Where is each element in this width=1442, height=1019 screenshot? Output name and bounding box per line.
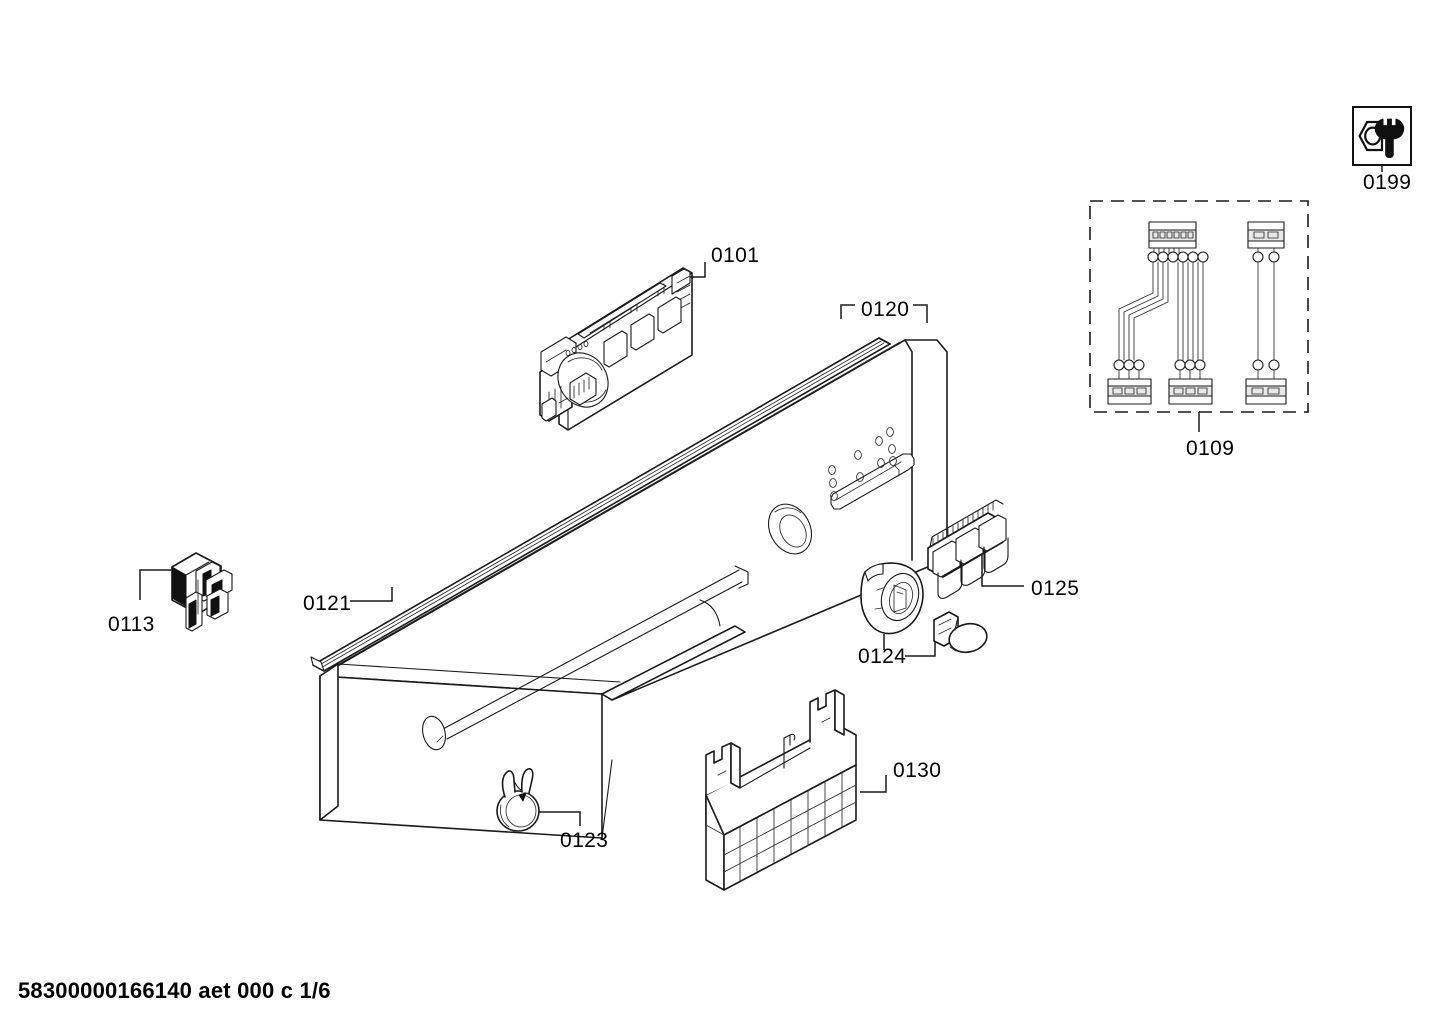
harness-6pin bbox=[1107, 221, 1213, 405]
part-label-0101[interactable]: 0101 bbox=[711, 244, 760, 267]
part-drawing-0125[interactable] bbox=[927, 499, 1009, 599]
part-drawing-0113[interactable] bbox=[171, 552, 233, 632]
nut-and-wrench-icon bbox=[1358, 118, 1405, 159]
part-label-0109[interactable]: 0109 bbox=[1186, 437, 1235, 460]
part-drawing-0121[interactable] bbox=[310, 337, 891, 672]
part-drawing-0130[interactable] bbox=[705, 689, 857, 891]
leader-lines bbox=[139, 166, 1383, 826]
part-label-0121[interactable]: 0121 bbox=[303, 592, 352, 615]
part-label-0125[interactable]: 0125 bbox=[1031, 577, 1080, 600]
part-drawing-0120[interactable] bbox=[319, 339, 948, 839]
drawing-footer-reference: 58300000166140 aet 000 c 1/6 bbox=[18, 978, 331, 1003]
part-label-0120[interactable]: 0120 bbox=[861, 298, 910, 321]
indicator-lamp-holes bbox=[828, 427, 897, 501]
part-drawing-0101[interactable] bbox=[539, 267, 693, 431]
part-drawing-0109[interactable] bbox=[1089, 200, 1309, 413]
part-label-0124[interactable]: 0124 bbox=[858, 645, 907, 668]
service-tool-icon-box bbox=[1352, 106, 1412, 166]
bracket-rib-grid bbox=[723, 771, 857, 882]
part-label-0130[interactable]: 0130 bbox=[893, 759, 942, 782]
part-label-0123[interactable]: 0123 bbox=[560, 829, 609, 852]
part-drawing-0123[interactable] bbox=[496, 768, 540, 832]
part-label-0199[interactable]: 0199 bbox=[1363, 171, 1412, 194]
key-strip-teeth bbox=[929, 499, 1004, 548]
part-drawing-0124[interactable] bbox=[860, 562, 989, 656]
harness-2pin bbox=[1245, 221, 1287, 405]
part-label-0113[interactable]: 0113 bbox=[108, 613, 155, 636]
